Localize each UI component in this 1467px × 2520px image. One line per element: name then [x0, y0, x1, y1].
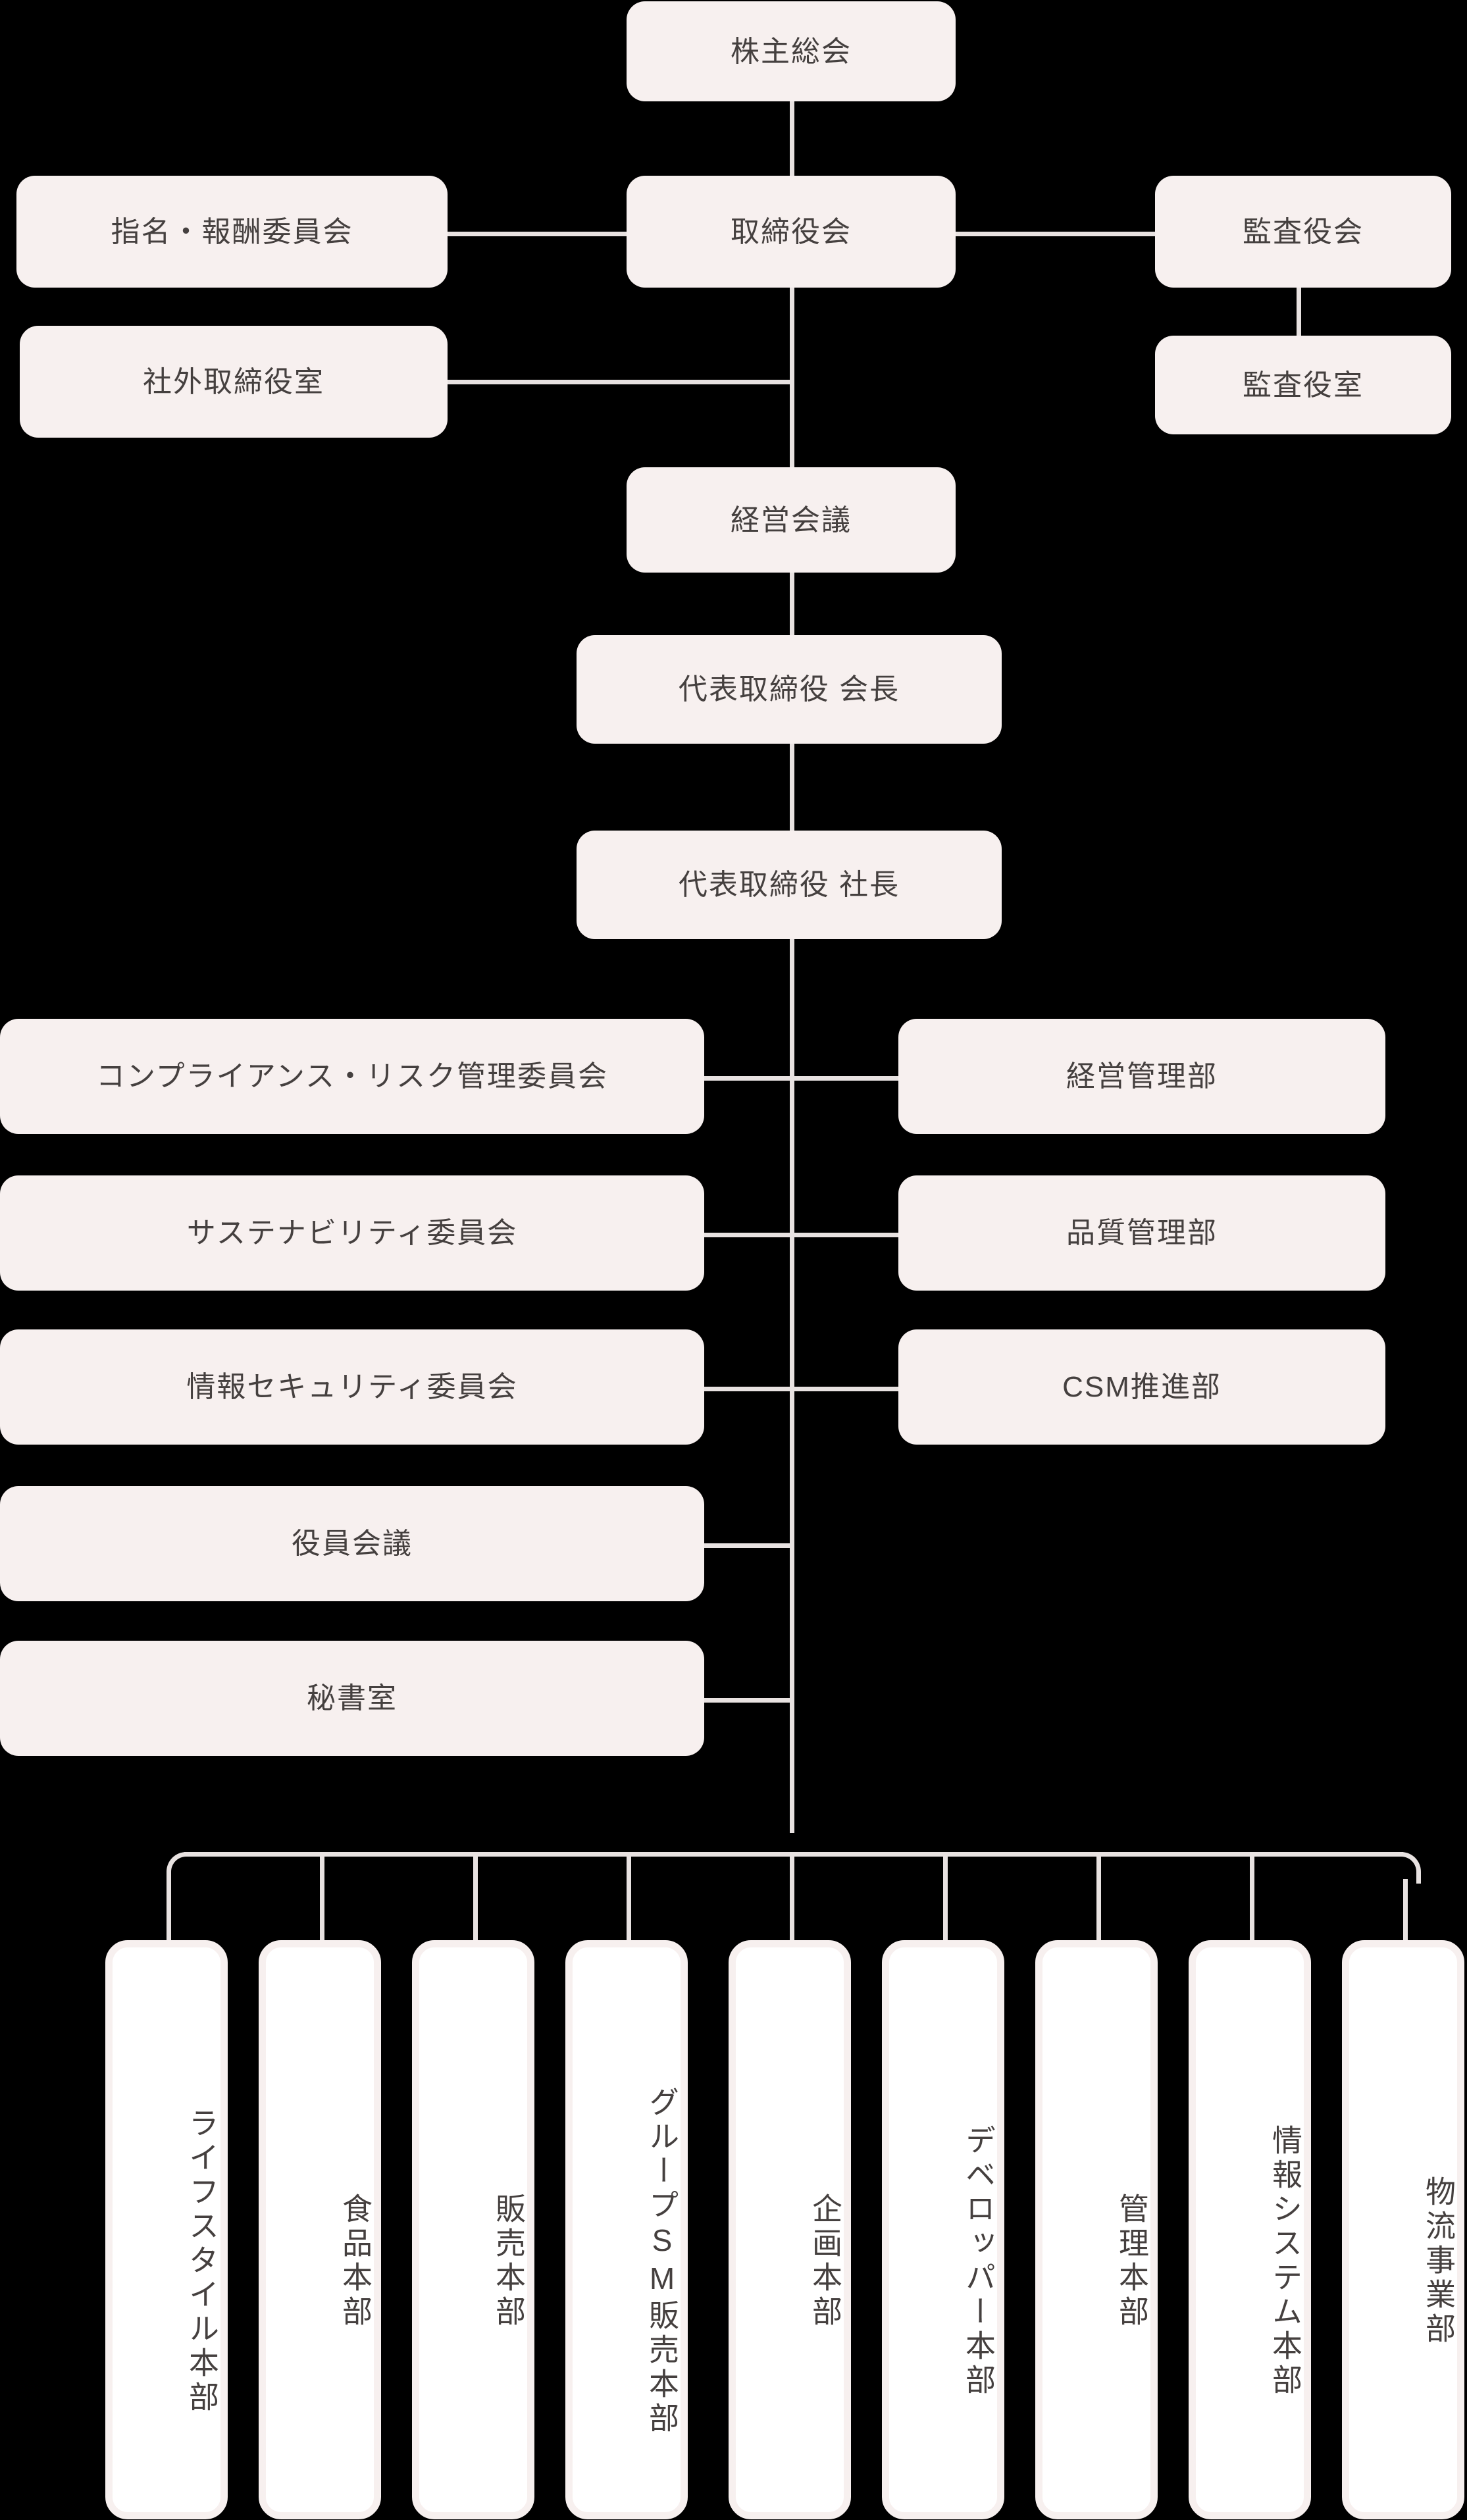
connector-division-drop-5 — [790, 1854, 794, 1955]
node-division-administration[interactable]: 管理本部 — [1035, 1940, 1158, 2519]
connector-main-trunk — [790, 263, 794, 1833]
node-committee-information-security[interactable]: 情報セキュリティ委員会 — [0, 1329, 704, 1445]
connector-trunk-to-committee-3 — [698, 1387, 793, 1391]
node-division-sales[interactable]: 販売本部 — [412, 1940, 534, 2519]
node-division-developer[interactable]: デベロッパー本部 — [882, 1940, 1004, 2519]
node-division-group-sm-sales[interactable]: グループSM販売本部 — [565, 1940, 688, 2519]
node-committee-sustainability[interactable]: サステナビリティ委員会 — [0, 1175, 704, 1291]
connector-division-drop-6 — [943, 1854, 948, 1955]
node-representative-director-president[interactable]: 代表取締役 社長 — [577, 831, 1002, 939]
node-department-management-planning[interactable]: 経営管理部 — [898, 1019, 1385, 1134]
connector-division-bus-left-elbow — [167, 1852, 193, 1884]
connector-board-to-auditors — [790, 232, 1158, 236]
connector-trunk-to-department-2 — [790, 1233, 898, 1237]
connector-division-drop-4 — [627, 1854, 631, 1955]
connector-auditors-to-auditors-office — [1297, 280, 1301, 339]
connector-trunk-to-department-1 — [790, 1076, 898, 1081]
node-shareholders-meeting[interactable]: 株主総会 — [627, 1, 956, 101]
node-board-of-auditors[interactable]: 監査役会 — [1155, 176, 1451, 288]
node-nomination-compensation-committee[interactable]: 指名・報酬委員会 — [16, 176, 448, 288]
node-auditors-office[interactable]: 監査役室 — [1155, 336, 1451, 434]
connector-division-drop-1 — [167, 1879, 171, 1955]
connector-board-to-nomination — [395, 232, 803, 236]
connector-trunk-to-committee-2 — [698, 1233, 793, 1237]
connector-division-drop-3 — [473, 1854, 478, 1955]
connector-shareholders-to-board — [790, 99, 794, 191]
node-board-of-directors[interactable]: 取締役会 — [627, 176, 956, 288]
connector-trunk-to-committee-5 — [698, 1698, 793, 1703]
node-department-quality-control[interactable]: 品質管理部 — [898, 1175, 1385, 1291]
node-management-meeting[interactable]: 経営会議 — [627, 467, 956, 573]
node-division-planning[interactable]: 企画本部 — [729, 1940, 851, 2519]
connector-division-drop-9 — [1403, 1879, 1408, 1955]
node-outside-directors-office[interactable]: 社外取締役室 — [20, 326, 448, 438]
node-division-information-systems[interactable]: 情報システム本部 — [1189, 1940, 1311, 2519]
connector-trunk-to-committee-4 — [698, 1543, 793, 1548]
node-division-lifestyle[interactable]: ライフスタイル本部 — [105, 1940, 228, 2519]
connector-trunk-to-department-3 — [790, 1387, 898, 1391]
node-department-csm-promotion[interactable]: CSM推進部 — [898, 1329, 1385, 1445]
connector-board-to-outside-directors — [395, 380, 792, 384]
connector-division-drop-2 — [320, 1854, 324, 1955]
connector-division-bus-right-elbow — [1395, 1852, 1421, 1884]
node-committee-compliance-risk[interactable]: コンプライアンス・リスク管理委員会 — [0, 1019, 704, 1134]
node-committee-secretariat[interactable]: 秘書室 — [0, 1641, 704, 1756]
node-committee-officers-meeting[interactable]: 役員会議 — [0, 1486, 704, 1601]
connector-division-drop-7 — [1096, 1854, 1101, 1955]
node-division-logistics[interactable]: 物流事業部 — [1342, 1940, 1464, 2519]
node-representative-director-chairman[interactable]: 代表取締役 会長 — [577, 635, 1002, 744]
node-division-food[interactable]: 食品本部 — [259, 1940, 381, 2519]
connector-trunk-to-committee-1 — [698, 1076, 793, 1081]
connector-division-drop-8 — [1250, 1854, 1254, 1955]
